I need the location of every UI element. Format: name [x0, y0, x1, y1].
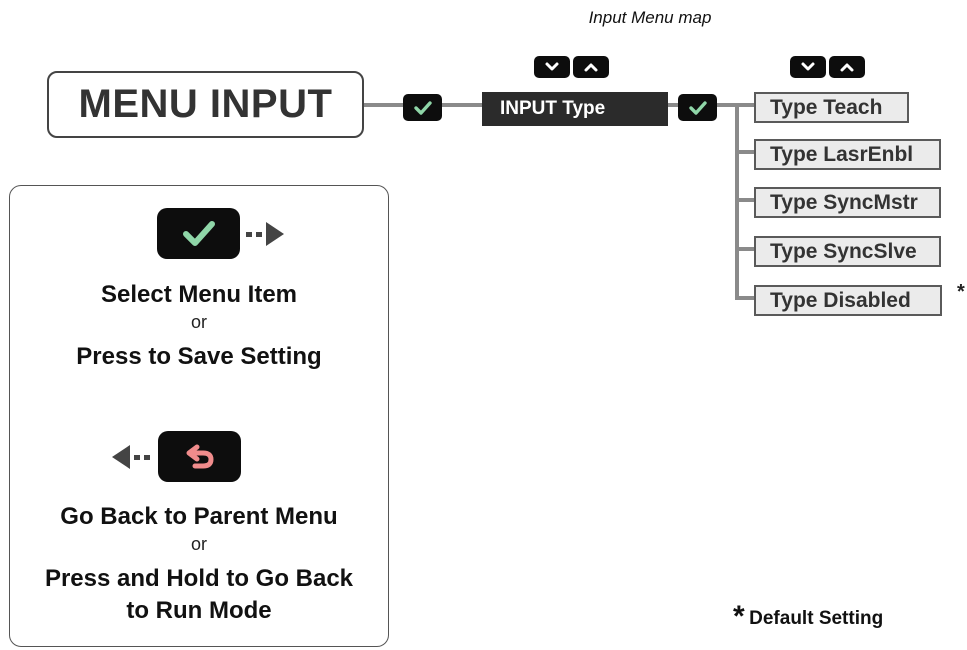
- dashed-arrow-right-icon: [246, 222, 284, 246]
- up-button: [573, 56, 609, 78]
- legend-back-line3: to Run Mode: [126, 597, 272, 624]
- option-type-teach: Type Teach: [754, 92, 909, 123]
- dashed-arrow-left-icon: [112, 445, 150, 469]
- legend-select-line2: Press to Save Setting: [76, 343, 322, 370]
- down-button: [790, 56, 826, 78]
- up-button: [829, 56, 865, 78]
- check-button: [403, 94, 442, 121]
- check-icon: [182, 220, 215, 246]
- chevron-down-icon: [545, 62, 559, 71]
- down-button: [534, 56, 570, 78]
- option-type-lasrenbl: Type LasrEnbl: [754, 139, 941, 170]
- check-icon: [688, 100, 707, 115]
- legend-select-or: or: [190, 312, 207, 332]
- connector-branch: [735, 247, 754, 251]
- back-arrow-icon: [186, 444, 214, 468]
- back-button-large: [158, 431, 241, 482]
- select-button-large: [157, 208, 240, 259]
- chevron-up-icon: [840, 63, 854, 72]
- legend-box: [9, 185, 389, 647]
- connector-branch: [735, 296, 754, 300]
- connector-branch: [735, 150, 754, 154]
- legend-select-line1: Select Menu Item: [100, 281, 298, 308]
- check-button: [678, 94, 717, 121]
- option-type-syncmstr: Type SyncMstr: [754, 187, 941, 218]
- option-type-syncslve: Type SyncSlve: [754, 236, 941, 267]
- option-type-disabled: Type Disabled: [754, 285, 942, 316]
- connector-branch: [735, 198, 754, 202]
- default-setting-note: * Default Setting: [733, 600, 883, 634]
- default-note-text: Default Setting: [749, 608, 884, 629]
- default-note-marker: *: [733, 600, 745, 633]
- check-icon: [413, 100, 432, 115]
- chevron-up-icon: [584, 63, 598, 72]
- legend-back-line2: Press and Hold to Go Back: [44, 565, 354, 592]
- default-marker: *: [957, 281, 965, 303]
- menu-input-box: MENU INPUT: [47, 71, 364, 138]
- map-title: Input Menu map: [588, 8, 712, 27]
- submenu-input-type: INPUT Type: [482, 92, 668, 126]
- chevron-down-icon: [801, 62, 815, 71]
- legend-back-or: or: [190, 534, 207, 554]
- legend-back-line1: Go Back to Parent Menu: [60, 503, 338, 530]
